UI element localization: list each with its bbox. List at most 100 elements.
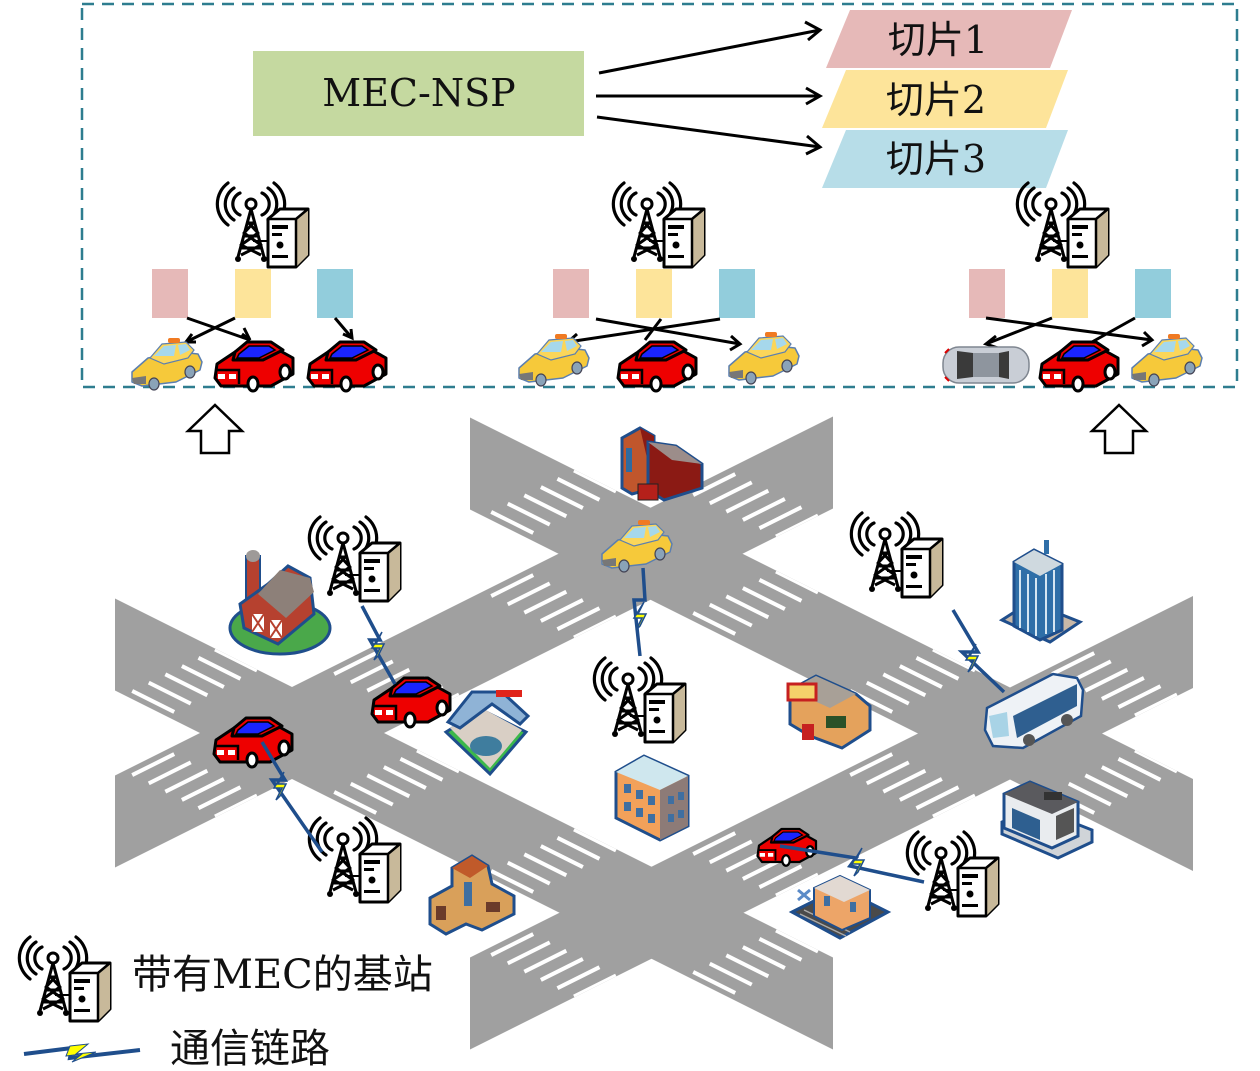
crosswalk-stripe	[1100, 676, 1145, 701]
base-station-mec-icon	[215, 181, 310, 269]
crosswalk-stripe	[523, 589, 568, 615]
crosswalk-r-ne	[1051, 651, 1178, 718]
farm-barn-icon	[228, 550, 332, 656]
crosswalk-stripe	[865, 760, 910, 786]
crosswalk-stripe	[490, 869, 535, 894]
base-station-mec-icon	[592, 656, 687, 744]
slice-block-1	[969, 269, 1005, 318]
crosswalk-stripe	[708, 839, 753, 865]
crosswalk-stripe	[741, 945, 786, 970]
slice-block-2	[235, 269, 271, 318]
crosswalks	[131, 468, 1178, 999]
red-car-icon	[1038, 340, 1120, 393]
top-panel: MEC-NSP 切片1 切片2 切片3	[80, 2, 1239, 393]
slice-block-3	[1135, 269, 1171, 318]
legend-item-link: 通信链路	[23, 1026, 330, 1071]
crosswalk-b-se	[692, 928, 819, 995]
base-station-mec-icon	[849, 511, 944, 599]
crosswalk-l-sw	[131, 752, 258, 819]
crosswalk-stripe	[197, 785, 242, 811]
crosswalk-r-nw	[849, 647, 976, 714]
mec-nsp-label: MEC-NSP	[322, 71, 515, 115]
slice-block-2	[1052, 269, 1088, 318]
crosswalk-stripe	[1051, 651, 1096, 676]
arrow-to-slice-3	[596, 115, 821, 149]
crosswalk-t-sw	[490, 573, 617, 640]
edge-cell-left	[131, 181, 388, 393]
crosswalk-stripe	[1134, 692, 1178, 718]
crosswalk-stripe	[366, 773, 411, 799]
crosswalk-stripe	[573, 973, 617, 999]
crosswalk-l-se	[333, 748, 460, 815]
slice-2: 切片2	[822, 70, 1068, 128]
crosswalk-stripe	[758, 864, 803, 890]
bus-icon	[983, 672, 1085, 750]
crosswalk-stripe	[915, 655, 960, 681]
city-scene	[212, 426, 1094, 940]
crosswalk-stripe	[775, 569, 819, 595]
crosswalk-stripe	[692, 611, 737, 636]
crosswalk-stripe	[573, 614, 617, 640]
crosswalk-stripe	[725, 953, 770, 979]
taxi-icon	[728, 331, 800, 385]
slice-block-3	[719, 269, 755, 318]
slice-arrows	[596, 20, 824, 156]
motel-pool-icon	[443, 690, 531, 777]
base-station-mec-icon	[17, 935, 112, 1023]
crosswalk-stripe	[506, 860, 551, 886]
crosswalk-stripe	[366, 667, 411, 693]
crosswalk-stripe	[741, 497, 786, 522]
crosswalk-stripe	[556, 476, 601, 502]
slice-block-3	[317, 269, 353, 318]
red-car-icon	[213, 340, 295, 393]
silver-car-icon	[942, 346, 1030, 384]
crosswalk-stripe	[556, 606, 601, 632]
crosswalk-stripe	[539, 844, 584, 869]
red-car-icon	[616, 340, 698, 393]
gas-station-icon	[786, 674, 872, 750]
crosswalk-stripe	[775, 928, 819, 954]
slice-1-label: 切片1	[888, 18, 988, 62]
crosswalk-stripe	[214, 647, 258, 673]
crosswalk-stripe	[932, 647, 976, 673]
crosswalk-stripe	[898, 777, 943, 802]
crosswalk-stripe	[131, 752, 176, 777]
crosswalk-stripe	[758, 936, 803, 962]
slice-1: 切片1	[826, 10, 1072, 68]
crosswalk-stripe	[898, 664, 943, 689]
train-station-icon	[788, 874, 892, 940]
crosswalk-stripe	[775, 872, 819, 898]
crosswalk-stripe	[692, 970, 737, 995]
crosswalk-r-se	[1051, 748, 1178, 815]
crosswalk-stripe	[490, 510, 535, 535]
allocation-arrows	[183, 316, 354, 344]
edge-cell-middle	[518, 181, 800, 393]
crosswalk-stripe	[556, 965, 601, 991]
crosswalk-stripe	[932, 793, 976, 819]
crosswalk-stripe	[882, 768, 927, 794]
fire-station-icon	[620, 426, 704, 502]
link-tower-bs-to-bus	[951, 609, 1006, 694]
crosswalk-t-se	[692, 569, 819, 636]
arrow-head-2	[805, 86, 824, 106]
crosswalk-stripe	[1100, 765, 1145, 790]
crosswalk-stripe	[1067, 781, 1112, 807]
crosswalk-stripe	[349, 781, 394, 807]
taxi-icon	[131, 337, 203, 391]
slice-2-label: 切片2	[886, 78, 986, 122]
crosswalk-stripe	[539, 957, 584, 982]
red-car-icon	[306, 340, 388, 393]
crosswalk-stripe	[758, 505, 803, 531]
base-station-mec-icon	[611, 181, 706, 269]
bus-station-icon	[1000, 780, 1094, 860]
crosswalk-stripe	[164, 672, 209, 698]
crosswalk-stripe	[692, 831, 737, 856]
crosswalk-stripe	[506, 501, 551, 527]
shop-building-icon	[428, 854, 516, 936]
crosswalk-stripe	[915, 785, 960, 811]
slice-block-1	[553, 269, 589, 318]
crosswalk-stripe	[775, 513, 819, 539]
slice-3-label: 切片3	[886, 137, 986, 181]
crosswalk-l-nw	[131, 647, 258, 714]
